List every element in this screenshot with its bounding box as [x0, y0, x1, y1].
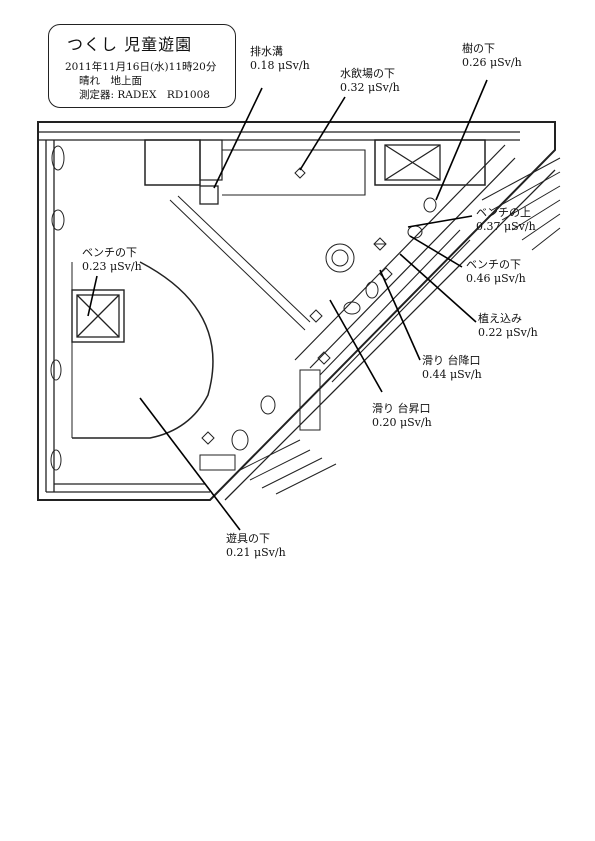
top-fence — [38, 131, 520, 141]
label-slide-entry: 滑り 台昇口 0.20 μSv/h — [372, 402, 432, 430]
road-edge — [209, 149, 556, 501]
label-fountain-value: 0.32 μSv/h — [340, 81, 400, 94]
label-slide-exit-value: 0.44 μSv/h — [422, 368, 482, 381]
left-wall — [45, 140, 55, 492]
slide-area — [299, 369, 321, 431]
label-fountain-name: 水飲場の下 — [340, 67, 395, 80]
label-planting-name: 植え込み — [478, 312, 522, 325]
label-playground-equipment-value: 0.21 μSv/h — [226, 546, 286, 559]
park-name: つくし 児童遊園 — [67, 35, 193, 54]
label-drain: 排水溝 0.18 μSv/h — [250, 45, 310, 73]
park-boundary — [37, 121, 556, 501]
building-2 — [199, 139, 223, 181]
label-planting: 植え込み 0.22 μSv/h — [478, 312, 538, 340]
label-planting-value: 0.22 μSv/h — [478, 326, 538, 339]
label-slide-entry-name: 滑り 台昇口 — [372, 402, 431, 415]
playground-arc — [72, 261, 214, 439]
road-stripes — [239, 157, 561, 495]
bottom-wall — [46, 483, 210, 493]
label-bench-under-left-value: 0.23 μSv/h — [82, 260, 142, 273]
fountain-area — [222, 149, 366, 196]
label-bench-under-left: ベンチの下 0.23 μSv/h — [82, 246, 142, 274]
shrubs — [50, 145, 437, 471]
label-slide-exit-name: 滑り 台降口 — [422, 354, 481, 367]
label-tree-name: 樹の下 — [462, 42, 495, 55]
label-tree: 樹の下 0.26 μSv/h — [462, 42, 522, 70]
building-1 — [144, 139, 201, 186]
label-bench-top: ベンチの上 0.37 μSv/h — [476, 206, 536, 234]
label-drain-name: 排水溝 — [250, 45, 283, 58]
label-slide-entry-value: 0.20 μSv/h — [372, 416, 432, 429]
label-drain-value: 0.18 μSv/h — [250, 59, 310, 72]
survey-weather: 晴れ 地上面 — [79, 75, 142, 87]
label-bench-top-name: ベンチの上 — [476, 206, 531, 219]
inner-fence — [294, 144, 516, 369]
label-bench-under-left-name: ベンチの下 — [82, 246, 137, 259]
drain-box — [199, 185, 219, 205]
inner-fence-2 — [319, 229, 471, 383]
label-bench-top-value: 0.37 μSv/h — [476, 220, 536, 233]
label-slide-exit: 滑り 台降口 0.44 μSv/h — [422, 354, 482, 382]
label-bench-under-right-value: 0.46 μSv/h — [466, 272, 526, 285]
label-fountain: 水飲場の下 0.32 μSv/h — [340, 67, 400, 95]
markers — [201, 167, 393, 445]
label-playground-equipment: 遊具の下 0.21 μSv/h — [226, 532, 286, 560]
label-bench-under-right: ベンチの下 0.46 μSv/h — [466, 258, 526, 286]
title-box: つくし 児童遊園 2011年11月16日(水)11時20分 晴れ 地上面 測定器… — [48, 24, 236, 108]
tree-planter — [374, 139, 486, 186]
label-bench-under-right-name: ベンチの下 — [466, 258, 521, 271]
central-divider — [169, 195, 311, 331]
label-tree-value: 0.26 μSv/h — [462, 56, 522, 69]
label-playground-equipment-name: 遊具の下 — [226, 532, 270, 545]
survey-device: 測定器: RADEX RD1008 — [79, 89, 210, 101]
leader-lines — [87, 79, 488, 531]
survey-datetime: 2011年11月16日(水)11時20分 — [65, 61, 217, 73]
